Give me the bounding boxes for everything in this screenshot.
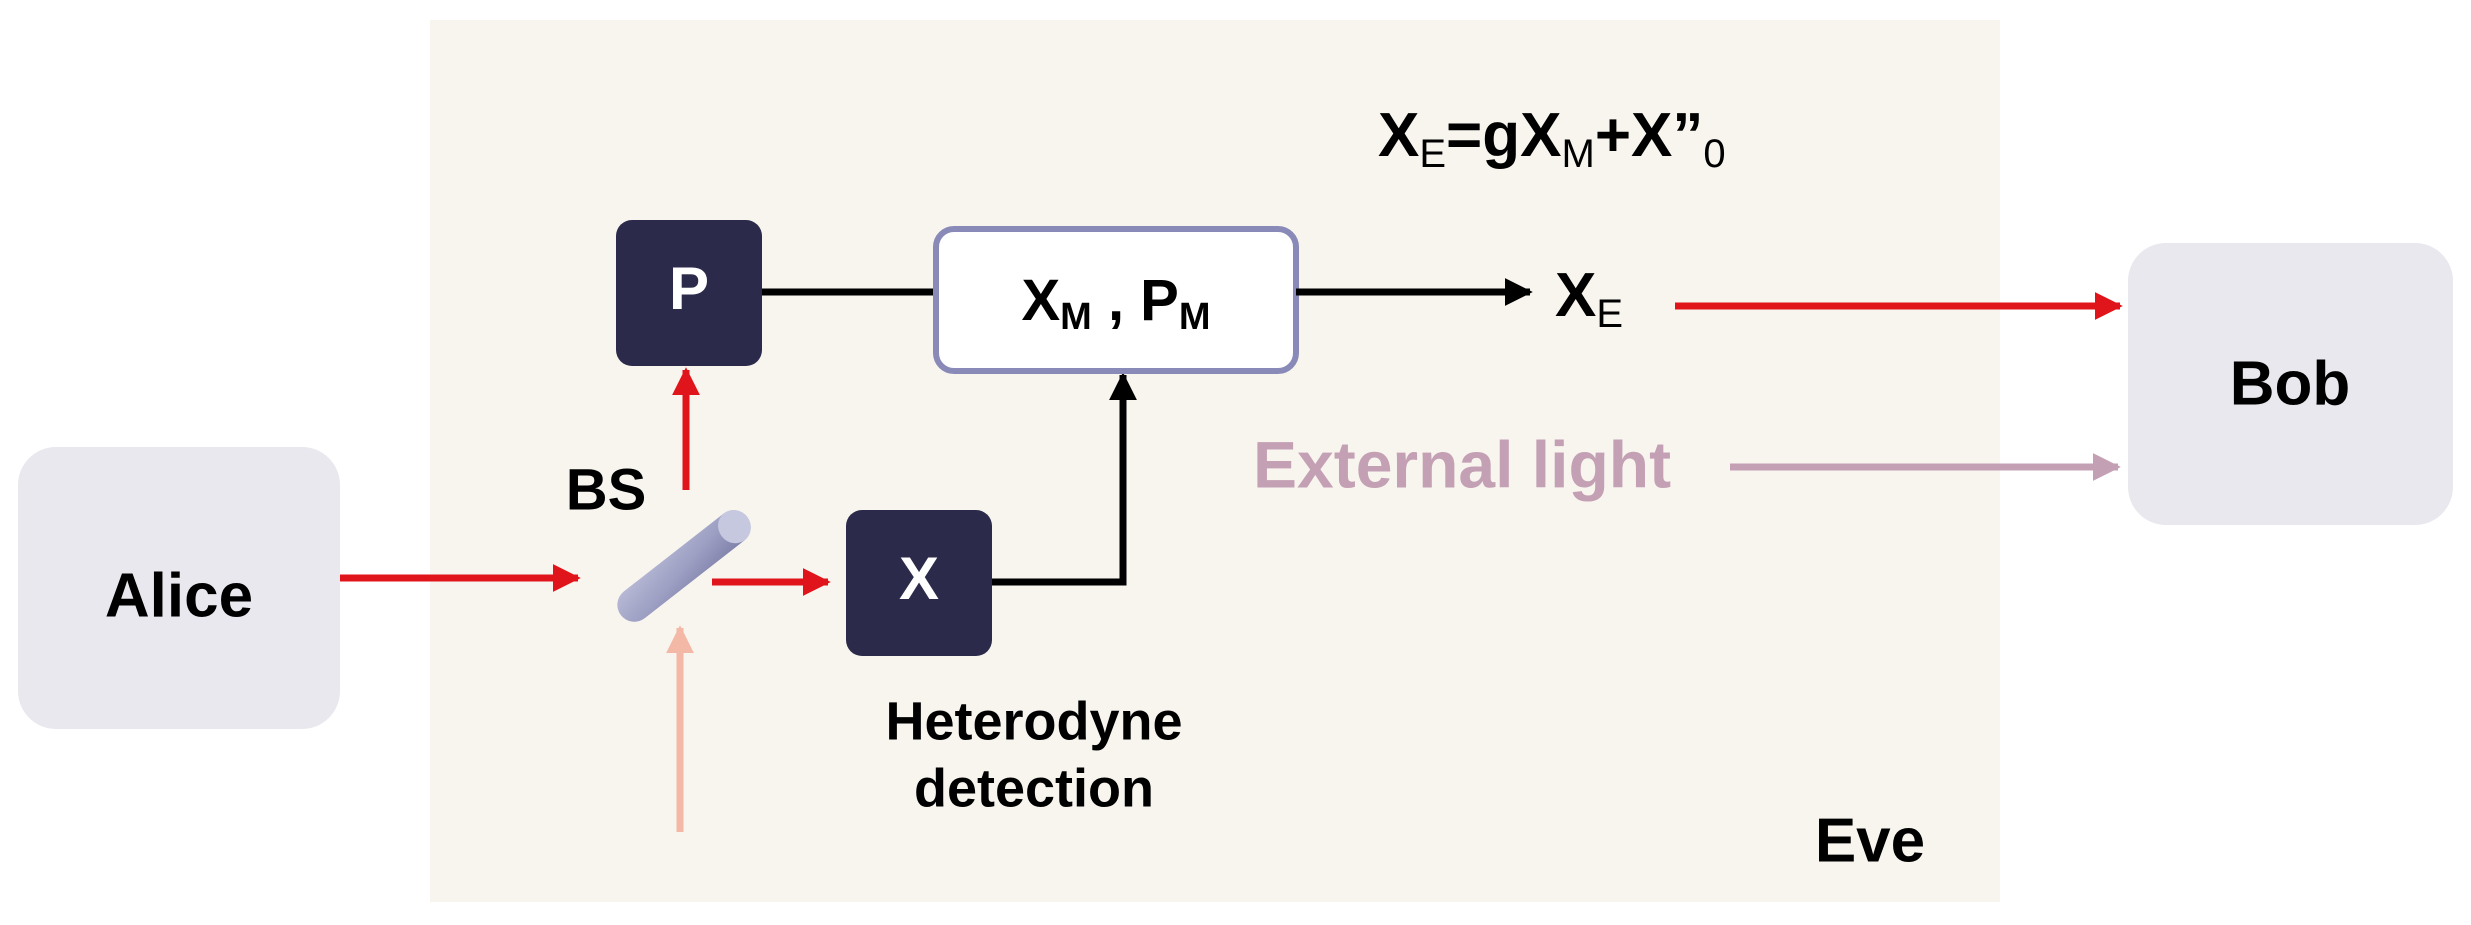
bob-label: Bob bbox=[2230, 349, 2351, 418]
equation-mid-sub: M bbox=[1561, 132, 1594, 176]
eve-label: Eve bbox=[1815, 806, 1925, 875]
measurement-box-label: XM , PM bbox=[1021, 268, 1210, 338]
xm-sub: M bbox=[1060, 296, 1092, 338]
equation-rhs: +X” bbox=[1595, 101, 1704, 170]
x-to-measurement-wire bbox=[992, 372, 1137, 586]
equation-lhs-main: X bbox=[1378, 101, 1419, 170]
equation-rhs-sub: 0 bbox=[1703, 132, 1725, 176]
bob-box bbox=[2128, 243, 2453, 525]
heterodyne-label-line2: detection bbox=[914, 758, 1154, 818]
xm-main: X bbox=[1021, 268, 1060, 333]
xe-sub: E bbox=[1596, 292, 1623, 336]
measurement-box bbox=[933, 226, 1299, 374]
x-detector-label: X bbox=[899, 545, 939, 612]
equation-mid: =gX bbox=[1446, 101, 1561, 170]
p-detector bbox=[616, 220, 762, 366]
equation: XE=gXM+X”0 bbox=[1378, 101, 1726, 175]
pm-sub: M bbox=[1179, 296, 1211, 338]
beam-splitter-icon bbox=[617, 509, 751, 622]
measurement-separator: , bbox=[1092, 268, 1140, 333]
bs-label: BS bbox=[566, 457, 647, 522]
xe-output-label: XE bbox=[1555, 261, 1623, 335]
pm-main: P bbox=[1140, 268, 1179, 333]
alice-box bbox=[18, 447, 340, 729]
external-light-label: External light bbox=[1253, 427, 1671, 501]
alice-label: Alice bbox=[105, 561, 253, 630]
x-detector bbox=[846, 510, 992, 656]
p-detector-label: P bbox=[669, 255, 709, 322]
xe-main: X bbox=[1555, 261, 1596, 330]
eve-region bbox=[430, 20, 2000, 902]
equation-lhs-sub: E bbox=[1419, 132, 1446, 176]
heterodyne-label-line1: Heterodyne bbox=[885, 691, 1182, 751]
